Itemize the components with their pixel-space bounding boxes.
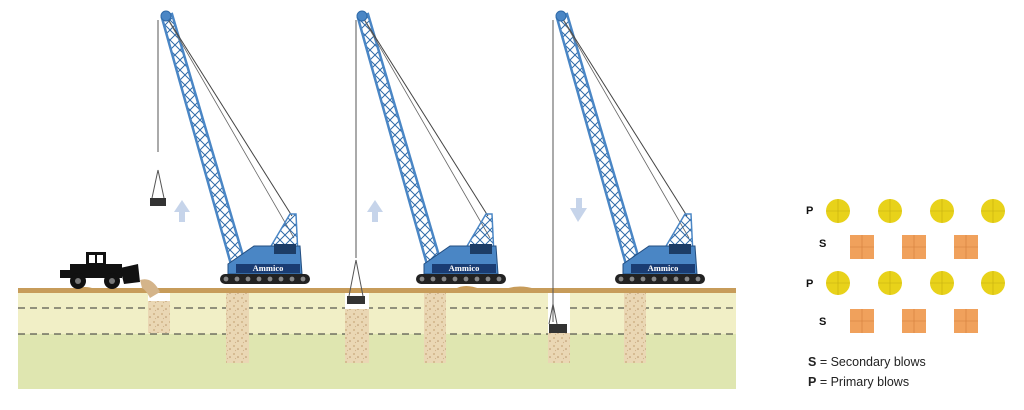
secondary-blow-square [850,309,874,333]
secondary-blow-square [902,235,926,259]
arrow-down-icon [570,198,587,222]
primary-blow-circle [930,271,954,295]
crawler-crane: Ammico [356,10,506,284]
track-roller [419,276,425,282]
cranes-group: Ammico Ammico Ammico [160,10,705,284]
track-roller [496,276,502,282]
legend-primary: P = Primary blows [808,375,909,389]
soil-upper-layer [18,291,736,334]
primary-blow-circle [930,199,954,223]
crane-brand-plate [432,264,496,273]
track-roller [684,276,690,282]
boom-tip-sheave [555,10,567,22]
track-roller [300,276,306,282]
pendant-line [361,15,489,217]
crane-boom [555,12,643,270]
column-compacted-2 [424,293,446,363]
crane-brand-plate [631,264,695,273]
crane-brand-plate [236,264,300,273]
track-roller [267,276,273,282]
pendant-line [165,15,295,239]
crawler-crane: Ammico [555,10,705,284]
track-roller [695,276,701,282]
track-roller [430,276,436,282]
legend-secondary-text: = Secondary blows [816,355,926,369]
loader-bucket [120,264,140,284]
track-roller [441,276,447,282]
crane-brand-label: Ammico [449,263,480,273]
secondary-blow-square [902,309,926,333]
legend-secondary-key: S [808,355,817,369]
legend-primary-key: P [808,375,817,389]
row-label-primary: P [806,278,814,290]
primary-blow-circle [981,271,1005,295]
track-roller [673,276,679,282]
crawler-track [416,274,506,284]
pounder-weights [150,20,567,333]
falling-backfill [140,279,160,298]
ground-section [18,286,736,389]
legend-primary-text: = Primary blows [816,375,910,389]
track-roller [662,276,668,282]
ground-surface [18,288,736,293]
crane-boom [356,12,444,270]
track-roller [256,276,262,282]
column-backfill [148,293,170,333]
crane-counterweight [470,244,492,254]
crane-counterweight [669,244,691,254]
track-roller [485,276,491,282]
track-roller [618,276,624,282]
secondary-blow-square [954,235,978,259]
column-compacted-1 [226,293,249,363]
row-label-secondary: S [819,238,827,250]
crane-brand-label: Ammico [253,263,284,273]
pendant-line [560,15,688,217]
track-roller [452,276,458,282]
row-label-primary: P [806,205,814,217]
primary-blow-circle [878,271,902,295]
pendant-line [361,15,491,239]
crane-boom [160,12,248,270]
primary-blow-circle [981,199,1005,223]
primary-blow-circle [826,199,850,223]
pounder-impact-1 [347,296,365,304]
crater-hole-backfill [148,293,170,301]
track-roller [463,276,469,282]
crawler-track [615,274,705,284]
pendant-line [560,15,690,239]
column-compacted-3 [624,293,646,363]
tamping-pattern [826,199,1005,333]
track-roller [289,276,295,282]
track-roller [245,276,251,282]
motion-arrows [174,198,587,222]
track-roller [234,276,240,282]
secondary-blow-square [954,309,978,333]
pendant-line [165,15,293,217]
secondary-blow-square [850,235,874,259]
track-roller [278,276,284,282]
crawler-track [220,274,310,284]
primary-blow-circle [878,199,902,223]
track-roller [629,276,635,282]
boom-tip-sheave [160,10,172,22]
crawler-crane: Ammico [160,10,310,284]
track-roller [474,276,480,282]
track-roller [640,276,646,282]
row-label-secondary: S [819,316,827,328]
legend-secondary: S = Secondary blows [808,355,926,369]
primary-blow-circle [826,271,850,295]
crane-brand-label: Ammico [648,263,679,273]
crane-counterweight [274,244,296,254]
track-roller [223,276,229,282]
boom-tip-sheave [356,10,368,22]
track-roller [651,276,657,282]
wheel-loader [60,252,160,298]
pounder-raised [150,198,166,206]
arrow-up-icon [174,200,190,222]
arrow-up-icon [367,200,383,222]
pounder-impact-2 [549,324,567,333]
